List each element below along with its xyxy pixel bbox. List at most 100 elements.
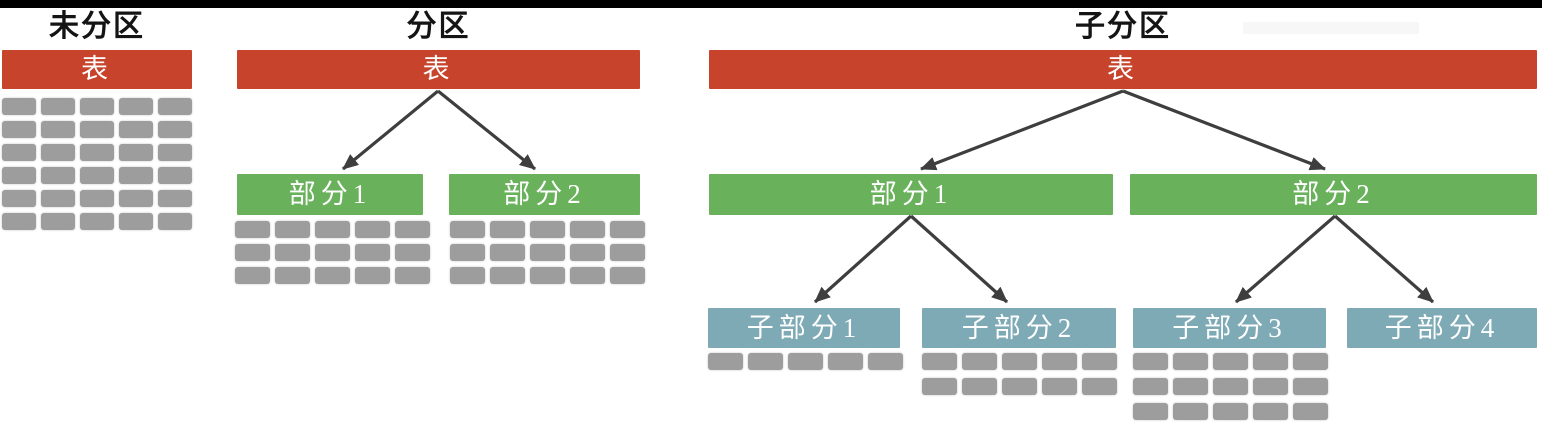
- row-block: [275, 221, 310, 238]
- row-block: [119, 167, 153, 184]
- row-block: [1253, 378, 1288, 395]
- row-block: [158, 144, 192, 161]
- arrow-partition2-to-subpartition4: [1333, 214, 1435, 304]
- arrow-partition1-to-subpartition2: [909, 214, 1009, 304]
- row-block: [708, 353, 743, 370]
- row-block: [315, 244, 350, 261]
- row-grid-unpartitioned: [2, 98, 192, 230]
- row-block: [235, 221, 270, 238]
- row-block: [315, 221, 350, 238]
- row-block: [490, 267, 525, 284]
- faint-artifact-box: [1243, 22, 1419, 34]
- row-block: [1042, 353, 1077, 370]
- row-block: [570, 267, 605, 284]
- row-block: [962, 378, 997, 395]
- partition-bar-1: 部分1: [237, 174, 423, 215]
- row-block: [315, 267, 350, 284]
- row-block: [1293, 353, 1328, 370]
- row-block: [80, 213, 114, 230]
- subpartition-bar-4: 子部分4: [1347, 308, 1537, 348]
- row-block: [1253, 403, 1288, 420]
- row-block: [1133, 403, 1168, 420]
- row-block: [1173, 403, 1208, 420]
- row-block: [158, 190, 192, 207]
- row-block: [80, 167, 114, 184]
- arrow-table-to-partition1: [341, 89, 440, 171]
- row-block: [119, 213, 153, 230]
- row-block: [450, 267, 485, 284]
- row-block: [450, 221, 485, 238]
- row-block: [610, 267, 645, 284]
- row-block: [158, 98, 192, 115]
- row-block: [922, 378, 957, 395]
- row-block: [828, 353, 863, 370]
- row-block: [2, 213, 36, 230]
- arrow-partition1-to-subpartition1: [813, 214, 913, 304]
- row-block: [119, 121, 153, 138]
- table-bar-subpartitioned: 表: [709, 50, 1537, 89]
- row-block: [530, 244, 565, 261]
- partition-bar-1-sub: 部分1: [709, 174, 1113, 215]
- row-block: [1293, 403, 1328, 420]
- row-block: [1002, 353, 1037, 370]
- row-block: [119, 190, 153, 207]
- row-block: [1133, 378, 1168, 395]
- row-block: [922, 353, 957, 370]
- row-block: [119, 144, 153, 161]
- row-grid-subpartition-1: [708, 353, 903, 370]
- row-block: [275, 267, 310, 284]
- row-block: [490, 221, 525, 238]
- subpartition-bar-2: 子部分2: [922, 308, 1116, 348]
- row-block: [41, 213, 75, 230]
- row-block: [1253, 353, 1288, 370]
- arrow-table-to-partition2-sub: [1122, 89, 1326, 171]
- arrow-table-to-partition1-sub: [920, 89, 1124, 171]
- row-block: [610, 221, 645, 238]
- row-block: [1173, 378, 1208, 395]
- row-block: [1173, 353, 1208, 370]
- row-block: [1002, 378, 1037, 395]
- row-block: [158, 121, 192, 138]
- row-block: [41, 144, 75, 161]
- partition-bar-2: 部分2: [449, 174, 640, 215]
- row-block: [2, 144, 36, 161]
- row-block: [570, 221, 605, 238]
- row-block: [1213, 403, 1248, 420]
- row-block: [2, 98, 36, 115]
- row-grid-subpartition-2: [922, 353, 1117, 395]
- row-block: [119, 98, 153, 115]
- row-block: [1133, 353, 1168, 370]
- row-block: [395, 267, 430, 284]
- row-block: [610, 244, 645, 261]
- section-title-partitioned: 分区: [406, 10, 471, 43]
- row-grid-partition-2: [450, 221, 645, 284]
- row-block: [41, 121, 75, 138]
- subpartition-bar-3: 子部分3: [1133, 308, 1326, 348]
- row-block: [41, 190, 75, 207]
- row-block: [1293, 378, 1328, 395]
- row-block: [80, 98, 114, 115]
- row-block: [1042, 378, 1077, 395]
- row-block: [1213, 378, 1248, 395]
- row-block: [355, 267, 390, 284]
- row-block: [1082, 378, 1117, 395]
- row-block: [235, 244, 270, 261]
- top-border-bar: [0, 0, 1542, 8]
- row-block: [2, 121, 36, 138]
- row-block: [355, 221, 390, 238]
- row-block: [1082, 353, 1117, 370]
- row-grid-partition-1: [235, 221, 430, 284]
- row-block: [868, 353, 903, 370]
- table-bar-partitioned: 表: [237, 50, 640, 89]
- row-block: [80, 190, 114, 207]
- arrow-partition2-to-subpartition3: [1234, 214, 1337, 304]
- row-block: [962, 353, 997, 370]
- row-block: [530, 221, 565, 238]
- arrow-table-to-partition2: [436, 89, 537, 171]
- row-block: [570, 244, 605, 261]
- row-block: [41, 98, 75, 115]
- row-block: [490, 244, 525, 261]
- section-title-unpartitioned: 未分区: [49, 10, 145, 43]
- row-block: [1213, 353, 1248, 370]
